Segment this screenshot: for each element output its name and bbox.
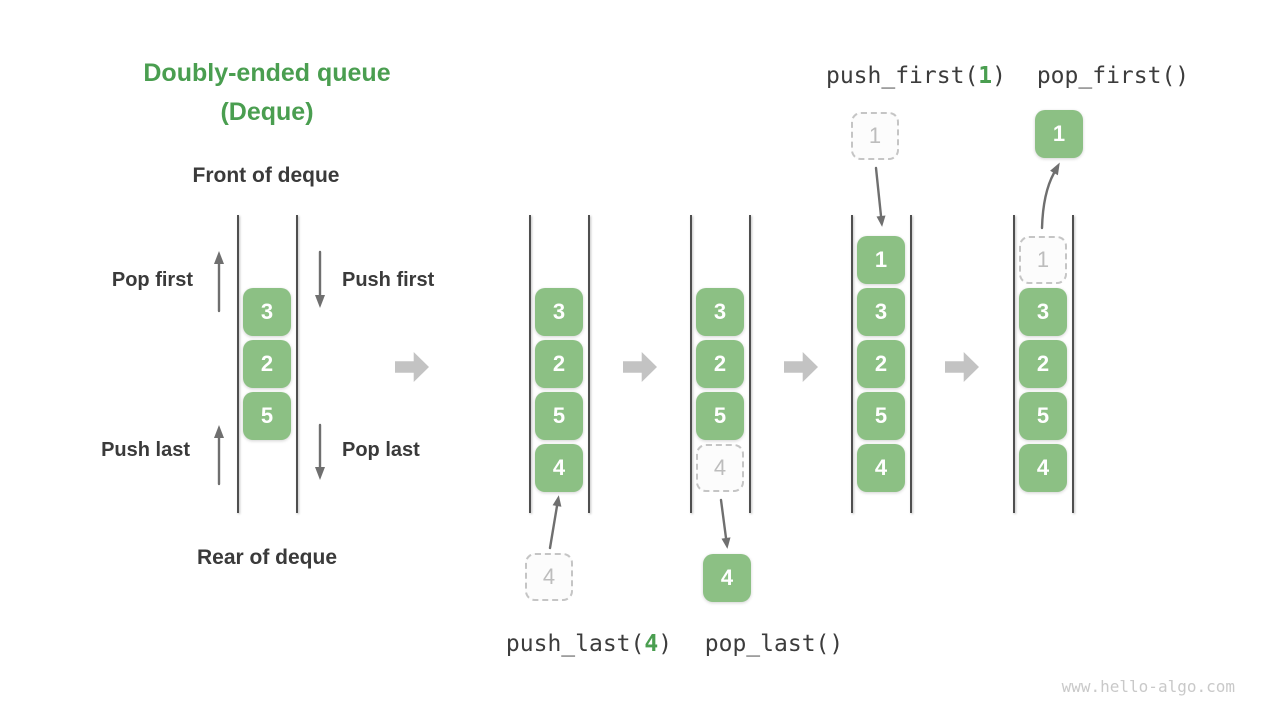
queue-wall xyxy=(1013,215,1015,513)
queue-wall xyxy=(588,215,590,513)
pop-first-up-arrow-icon xyxy=(214,251,224,313)
queue-cell: 2 xyxy=(857,340,905,388)
queue-cell: 3 xyxy=(1019,288,1067,336)
front-of-deque-label: Front of deque xyxy=(192,164,340,187)
queue-cell-ghost: 4 xyxy=(696,444,744,492)
queue-wall xyxy=(690,215,692,513)
outgoing-element: 1 xyxy=(1035,110,1083,158)
queue-cell: 3 xyxy=(535,288,583,336)
pop-last-operation-label: pop_last() xyxy=(704,631,844,657)
pop-first-label: Pop first xyxy=(111,269,193,291)
queue-wall xyxy=(529,215,531,513)
queue-wall xyxy=(296,215,298,513)
queue-cell: 2 xyxy=(535,340,583,388)
queue-cell: 4 xyxy=(857,444,905,492)
push-first-operation-label: push_first(1) xyxy=(826,62,1006,90)
queue-after-pop-last: 3 2 5 4 xyxy=(690,215,751,513)
rear-of-deque-label: Rear of deque xyxy=(196,546,338,569)
queue-cell: 3 xyxy=(857,288,905,336)
diagram-title-line2: (Deque) xyxy=(220,98,314,126)
queue-cell: 5 xyxy=(857,392,905,440)
queue-cell: 1 xyxy=(857,236,905,284)
queue-cell: 2 xyxy=(243,340,291,388)
push-first-label: Push first xyxy=(342,269,435,291)
push-last-operation-label: push_last(4) xyxy=(506,630,672,658)
transition-arrow-icon xyxy=(784,352,818,382)
code-text: ) xyxy=(992,63,1007,89)
push-first-down-arrow-icon xyxy=(315,250,325,308)
queue-wall xyxy=(1072,215,1074,513)
outgoing-element: 4 xyxy=(703,554,751,602)
code-arg: 1 xyxy=(978,63,993,89)
diagram-title: Doubly-ended queue (Deque) xyxy=(143,54,390,132)
code-text: ) xyxy=(658,631,673,657)
queue-after-pop-first: 1 3 2 5 4 xyxy=(1013,215,1074,513)
queue-cell: 5 xyxy=(696,392,744,440)
watermark: www.hello-algo.com xyxy=(1061,677,1235,696)
incoming-element-ghost: 4 xyxy=(525,553,573,601)
queue-cell: 4 xyxy=(1019,444,1067,492)
queue-cell: 3 xyxy=(696,288,744,336)
incoming-element-ghost: 1 xyxy=(851,112,899,160)
queue-cell: 3 xyxy=(243,288,291,336)
queue-wall xyxy=(851,215,853,513)
queue-after-push-last: 3 2 5 4 xyxy=(529,215,590,513)
queue-cell-ghost: 1 xyxy=(1019,236,1067,284)
queue-cell: 2 xyxy=(1019,340,1067,388)
transition-arrow-icon xyxy=(945,352,979,382)
queue-cell: 2 xyxy=(696,340,744,388)
queue-wall xyxy=(237,215,239,513)
queue-after-push-first: 1 3 2 5 4 xyxy=(851,215,912,513)
transition-arrow-icon xyxy=(395,352,429,382)
code-text: push_first( xyxy=(825,63,979,89)
queue-cell: 5 xyxy=(1019,392,1067,440)
queue-wall xyxy=(749,215,751,513)
pop-first-operation-label: pop_first() xyxy=(1036,63,1190,89)
push-last-up-arrow-icon xyxy=(214,425,224,486)
queue-cell: 5 xyxy=(243,392,291,440)
queue-wall xyxy=(910,215,912,513)
transition-arrow-icon xyxy=(623,352,657,382)
queue-cell: 5 xyxy=(535,392,583,440)
queue-cell: 4 xyxy=(535,444,583,492)
code-arg: 4 xyxy=(644,631,659,657)
code-text: push_last( xyxy=(505,631,645,657)
pop-last-down-arrow-icon xyxy=(315,423,325,480)
push-last-label: Push last xyxy=(101,439,190,461)
pop-last-label: Pop last xyxy=(342,439,420,461)
diagram-title-line1: Doubly-ended queue xyxy=(143,59,391,87)
queue-initial: 3 2 5 xyxy=(237,215,298,513)
